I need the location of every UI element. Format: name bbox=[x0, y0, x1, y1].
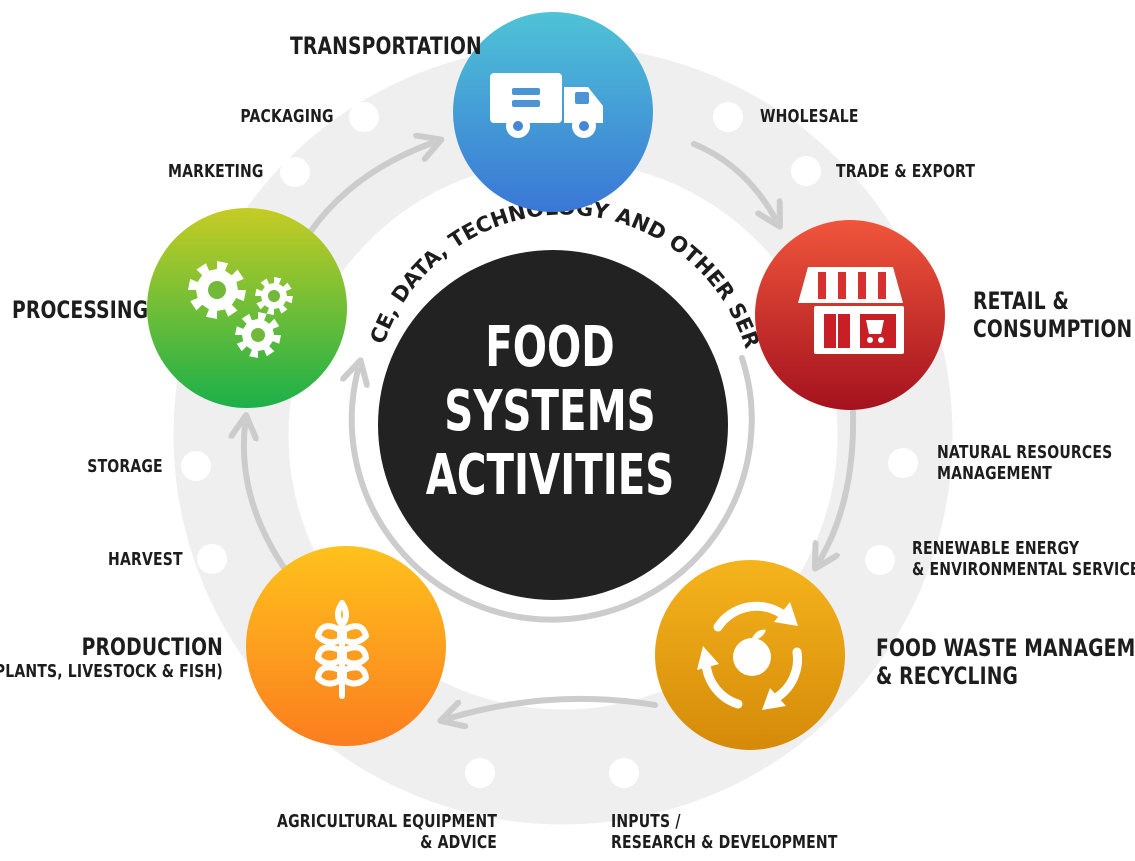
dot-inputs-rd bbox=[609, 758, 639, 788]
arrow-production-to-processing bbox=[244, 425, 290, 575]
dot-storage bbox=[181, 451, 211, 481]
arrow-transportation-to-retail bbox=[691, 141, 775, 218]
label-production: PRODUCTION (PLANTS, LIVESTOCK & FISH) bbox=[0, 633, 223, 683]
label-retail-line-1: RETAIL & bbox=[973, 287, 1070, 315]
dot-packaging bbox=[349, 102, 379, 132]
label-harvest: HARVEST bbox=[108, 549, 183, 570]
dot-renewable-energy bbox=[865, 545, 895, 575]
inner-cycle-arrow bbox=[352, 355, 755, 623]
arrow-waste-to-production bbox=[450, 695, 658, 718]
hub-production bbox=[246, 546, 446, 746]
dot-wholesale bbox=[713, 102, 743, 132]
hub-retail bbox=[755, 220, 945, 410]
center-title-line-2: SYSTEMS bbox=[444, 378, 655, 443]
label-agri-equipment-line-1: AGRICULTURAL EQUIPMENT bbox=[276, 811, 497, 832]
label-agri-equipment-line-2: & ADVICE bbox=[420, 832, 497, 854]
label-retail: RETAIL & CONSUMPTION bbox=[973, 287, 1132, 344]
center-title-line-3: ACTIVITIES bbox=[426, 442, 675, 507]
dot-harvest bbox=[197, 544, 227, 574]
gears-icon bbox=[188, 261, 293, 358]
activity-dots bbox=[181, 102, 918, 788]
hub-transportation bbox=[453, 12, 653, 212]
center-title: FOOD SYSTEMS ACTIVITIES bbox=[426, 314, 675, 507]
center-title-line-1: FOOD bbox=[485, 314, 615, 379]
dot-natural-resources bbox=[888, 448, 918, 478]
label-production-line-1: PRODUCTION bbox=[81, 633, 224, 661]
label-marketing: MARKETING bbox=[168, 161, 264, 182]
dot-trade-export bbox=[791, 156, 821, 186]
dot-marketing bbox=[280, 157, 310, 187]
recycle-icon bbox=[701, 601, 803, 709]
dot-agri-equipment bbox=[465, 758, 495, 788]
label-wholesale: WHOLESALE bbox=[760, 106, 859, 127]
wheat-icon bbox=[315, 600, 369, 699]
label-trade-export: TRADE & EXPORT bbox=[836, 161, 976, 182]
label-retail-line-2: CONSUMPTION bbox=[973, 315, 1133, 344]
apple-icon bbox=[733, 638, 771, 676]
label-inputs-rd-line-2: RESEARCH & DEVELOPMENT bbox=[611, 832, 838, 854]
flow-arrows bbox=[244, 141, 857, 718]
label-renewable-energy: RENEWABLE ENERGY & ENVIRONMENTAL SERVICE… bbox=[912, 538, 1135, 580]
label-waste-line-2: & RECYCLING bbox=[876, 662, 1019, 691]
label-inputs-rd-line-1: INPUTS / bbox=[611, 811, 681, 832]
label-renewable-energy-line-2: & ENVIRONMENTAL SERVICES bbox=[912, 559, 1135, 581]
label-inputs-rd: INPUTS / RESEARCH & DEVELOPMENT bbox=[611, 811, 838, 853]
label-natural-resources-line-1: NATURAL RESOURCES bbox=[937, 442, 1113, 463]
store-icon bbox=[798, 267, 904, 354]
label-production-line-2: (PLANTS, LIVESTOCK & FISH) bbox=[0, 661, 223, 683]
label-waste: FOOD WASTE MANAGEMENT & RECYCLING bbox=[876, 634, 1135, 691]
label-processing: PROCESSING bbox=[12, 296, 149, 324]
gear-hole bbox=[268, 290, 280, 302]
label-natural-resources: NATURAL RESOURCES MANAGEMENT bbox=[937, 442, 1112, 484]
center-circle bbox=[378, 250, 728, 600]
recycle-arrowheads bbox=[697, 602, 798, 710]
label-transportation: TRANSPORTATION bbox=[290, 32, 482, 60]
label-packaging: PACKAGING bbox=[240, 106, 334, 127]
truck-icon bbox=[490, 73, 603, 138]
arrow-processing-to-transportation bbox=[300, 143, 432, 246]
hub-waste bbox=[655, 560, 845, 750]
label-storage: STORAGE bbox=[87, 456, 163, 477]
gear-hole bbox=[251, 328, 265, 342]
label-natural-resources-line-2: MANAGEMENT bbox=[937, 463, 1053, 485]
label-renewable-energy-line-1: RENEWABLE ENERGY bbox=[912, 538, 1080, 559]
gear-hole bbox=[208, 281, 226, 299]
label-agri-equipment: AGRICULTURAL EQUIPMENT & ADVICE bbox=[277, 811, 497, 853]
arrow-retail-to-waste bbox=[820, 409, 857, 560]
label-waste-line-1: FOOD WASTE MANAGEMENT bbox=[876, 634, 1135, 662]
hub-processing bbox=[147, 208, 347, 408]
